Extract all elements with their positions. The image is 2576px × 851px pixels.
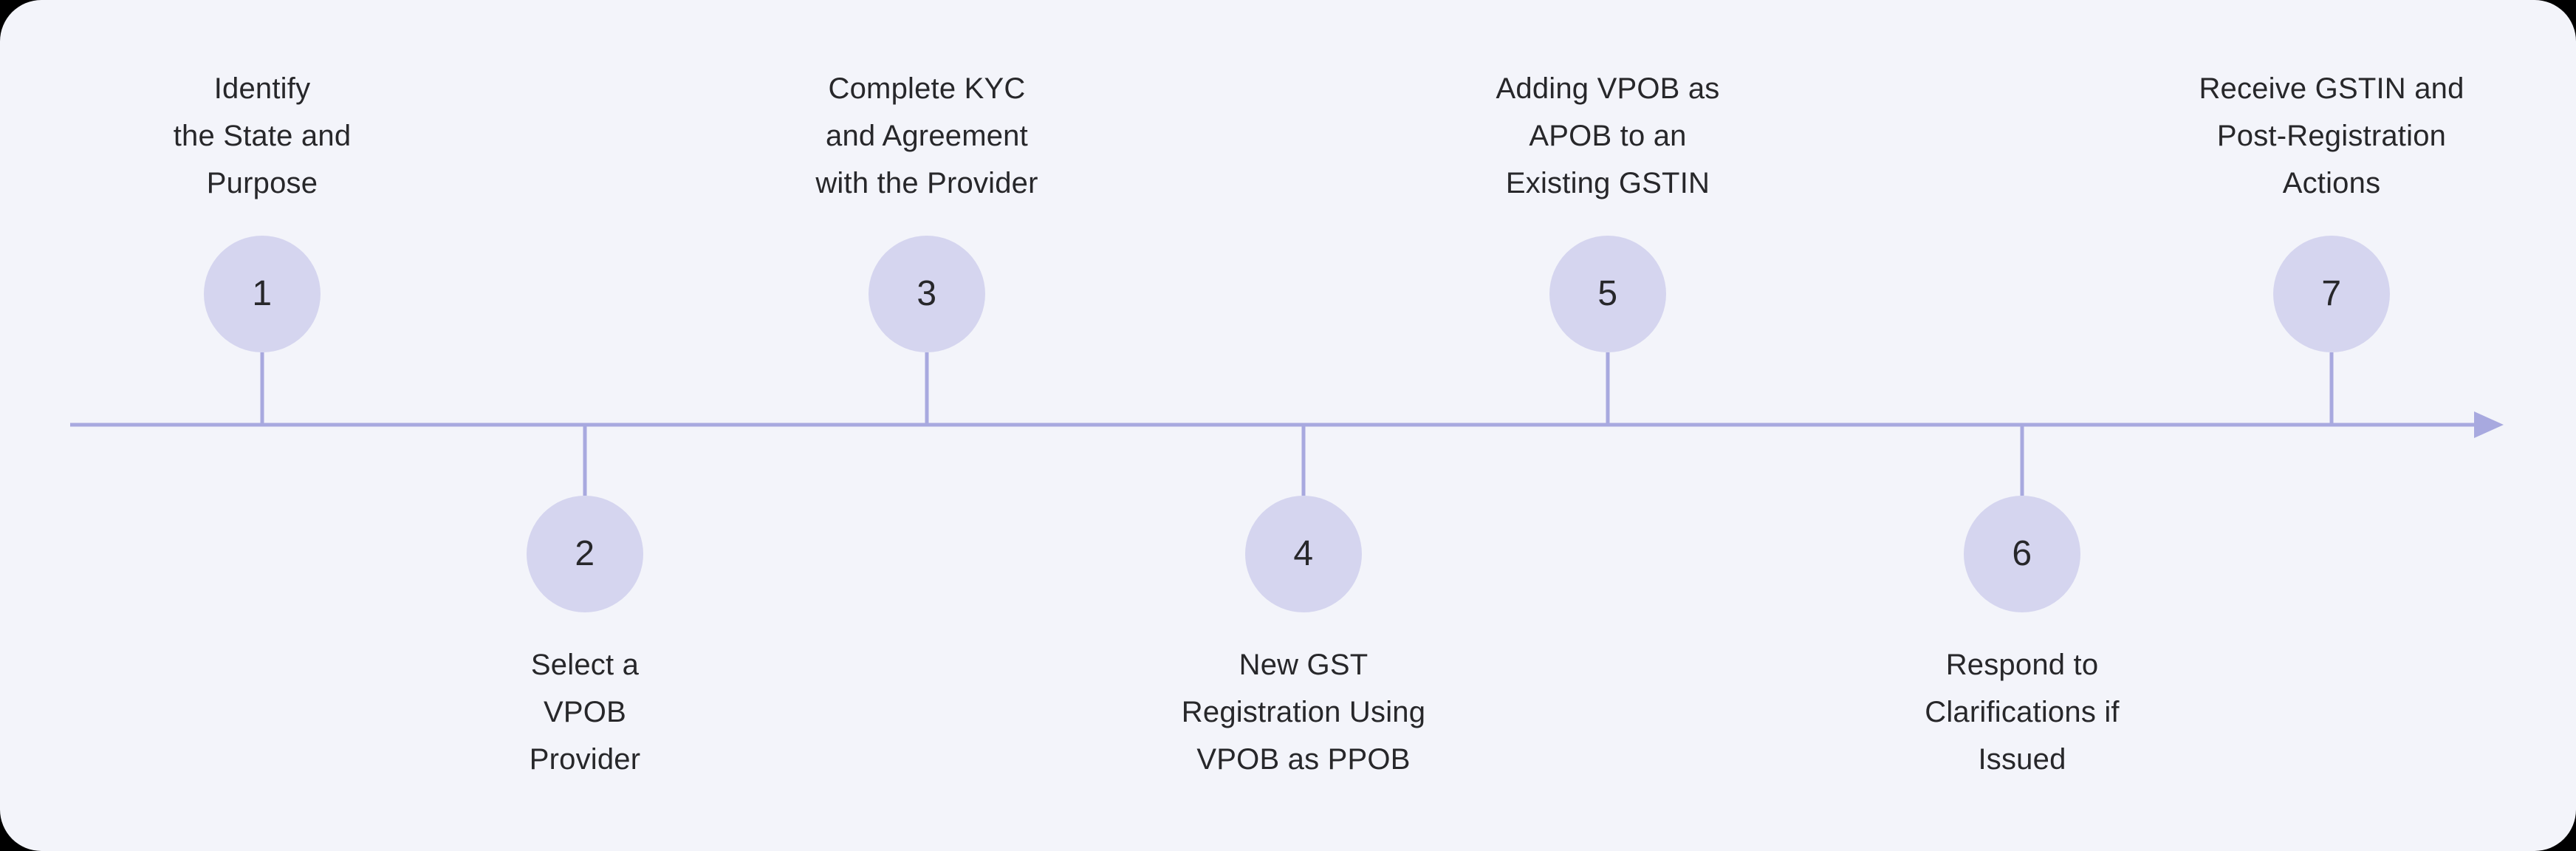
step-label-7: Receive GSTIN and Post-Registration Acti…: [2199, 72, 2464, 199]
step-number-badge-5[interactable]: 5: [1549, 236, 1666, 352]
step-label-5: Adding VPOB as APOB to an Existing GSTIN: [1496, 72, 1720, 199]
step-number-badge-7[interactable]: 7: [2273, 236, 2390, 352]
step-number-badge-6[interactable]: 6: [1964, 496, 2080, 612]
step-label-4: New GST Registration Using VPOB as PPOB: [1181, 649, 1426, 776]
step-label-6: Respond to Clarifications if Issued: [1925, 649, 2120, 776]
step-label-2: Select a VPOB Provider: [529, 649, 641, 776]
step-number-badge-1[interactable]: 1: [204, 236, 321, 352]
step-number-badge-4[interactable]: 4: [1245, 496, 1362, 612]
step-number-badge-2[interactable]: 2: [527, 496, 643, 612]
step-label-3: Complete KYC and Agreement with the Prov…: [815, 72, 1038, 199]
connector-stems-group: [260, 352, 2334, 496]
step-number-badge-3[interactable]: 3: [869, 236, 985, 352]
axis-group: [70, 411, 2504, 438]
step-label-1: Identify the State and Purpose: [173, 72, 352, 199]
timeline-arrow-icon: [2474, 411, 2504, 438]
